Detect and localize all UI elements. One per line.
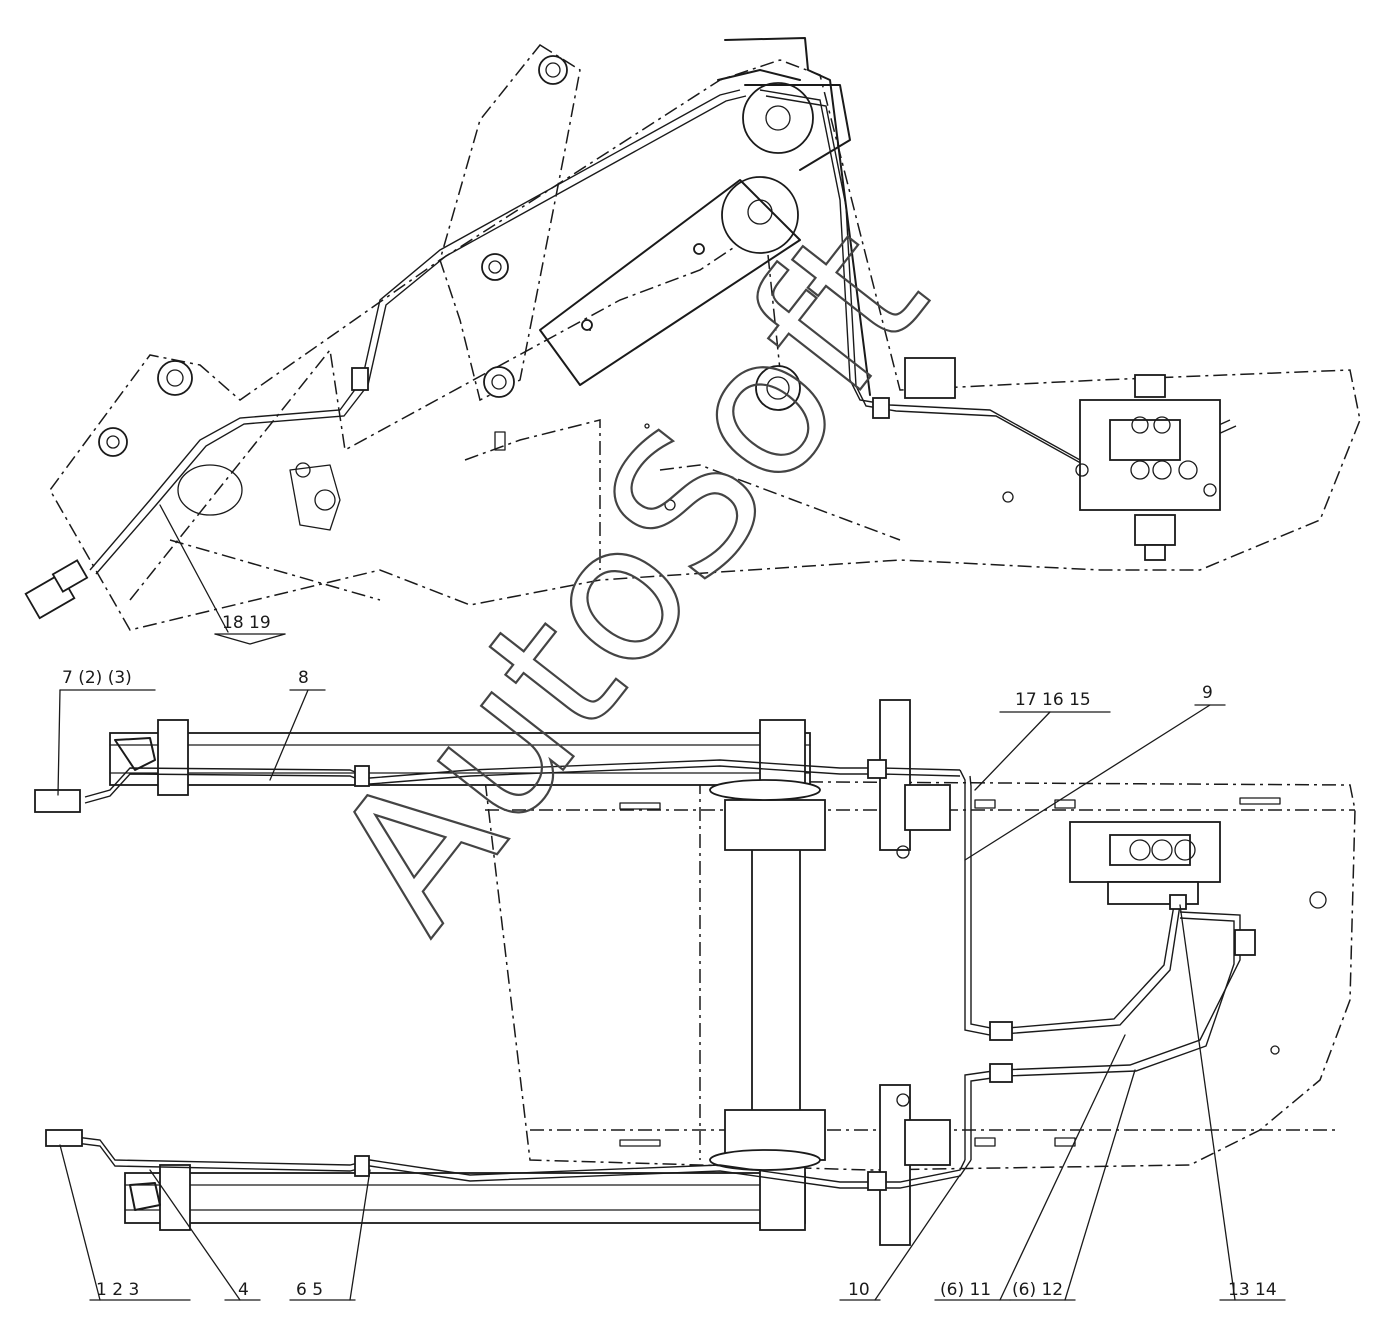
lower-bushing xyxy=(755,365,801,411)
lift-arm-left xyxy=(109,719,811,796)
control-valve-upper xyxy=(1075,374,1221,561)
callout-6-11: (6) 11 xyxy=(940,1280,991,1300)
pivot-pin-mid xyxy=(481,253,509,281)
upper-side-view xyxy=(24,37,1361,645)
callout-10: 10 xyxy=(848,1280,870,1300)
callout-17-16-15: 17 16 15 xyxy=(1015,690,1091,710)
hose-plan-upper xyxy=(84,759,961,798)
lower-plan-view xyxy=(34,689,1356,1301)
arm-pin-upper xyxy=(157,360,193,396)
control-valve-plan xyxy=(1069,821,1256,956)
watermark-text: AutoSoft xyxy=(291,189,968,968)
pivot-pin-top xyxy=(538,55,568,85)
quick-coupler-plan-lower xyxy=(45,1129,83,1147)
hose-plan-lower xyxy=(59,1134,966,1183)
pipe-12 xyxy=(964,911,1241,1160)
arm-pin-lower xyxy=(98,427,128,457)
upright-post xyxy=(724,37,871,396)
chassis-outline xyxy=(484,779,1356,1171)
pivot-pin-low xyxy=(483,366,515,398)
leader-18-19 xyxy=(159,504,229,633)
callout-8: 8 xyxy=(298,668,309,688)
cross-tube xyxy=(751,829,801,1151)
mount-bracket-upper xyxy=(904,357,956,399)
hose-upper-long xyxy=(89,89,741,571)
boom-arm-outline xyxy=(49,59,1361,631)
callout-7: 7 (2) (3) xyxy=(62,668,132,688)
callout-1-2-3: 1 2 3 xyxy=(96,1280,139,1300)
lower-sprocket xyxy=(721,176,799,254)
slot-marks xyxy=(619,797,1281,1147)
leader-lines-lower xyxy=(57,689,1286,1301)
hose-fitting-upper xyxy=(351,367,369,391)
link-plate xyxy=(439,44,581,402)
callout-6-12: (6) 12 xyxy=(1012,1280,1063,1300)
callout-6-5: 6 5 xyxy=(296,1280,323,1300)
callout-18-19: 18 19 xyxy=(222,613,271,633)
callout-4: 4 xyxy=(238,1280,249,1300)
hose-fitting-right xyxy=(872,397,890,419)
callout-13-14: 13 14 xyxy=(1228,1280,1277,1300)
arm-cutout xyxy=(177,464,243,516)
callout-9: 9 xyxy=(1202,683,1213,703)
